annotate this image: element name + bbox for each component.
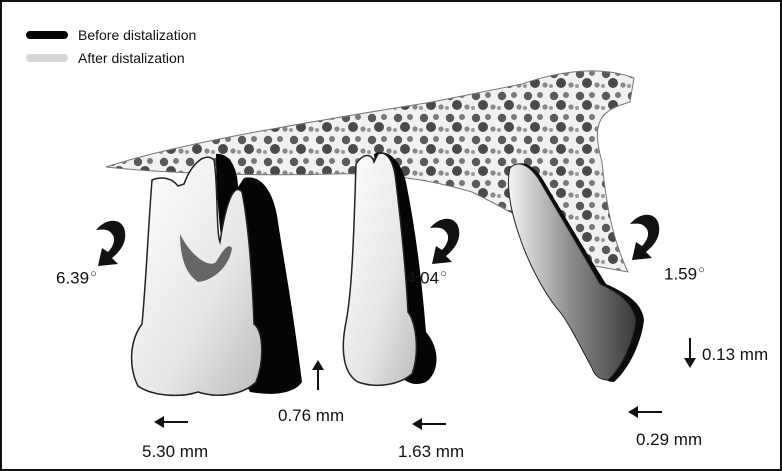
displacement-label-canine-vertical: 0.13 mm [702,345,768,365]
left-arrow-icon-molar1 [154,416,188,428]
legend-item-after: After distalization [26,49,185,67]
displacement-label-molar2-horizontal: 1.63 mm [398,442,464,462]
rotation-label-molar1: 6.39○ [56,268,97,289]
rotation-label-molar2: 4.04○ [406,268,447,289]
legend-label-before: Before distalization [78,27,196,43]
rotation-arrow-icon-canine [630,215,659,260]
displacement-label-molar-vertical: 0.76 mm [278,406,344,426]
rotation-arrow-icon-molar2 [430,219,459,264]
down-arrow-icon-canine [684,338,696,368]
displacement-label-molar1-horizontal: 5.30 mm [142,442,208,462]
legend-swatch-after [26,54,68,62]
legend-swatch-before [26,31,68,39]
left-arrow-icon-molar2 [412,418,446,430]
rotation-arrow-icon-molar1 [96,221,125,266]
legend-item-before: Before distalization [26,26,196,44]
legend-label-after: After distalization [78,50,185,66]
rotation-label-canine: 1.59○ [664,264,705,285]
displacement-label-canine-horizontal: 0.29 mm [636,430,702,450]
left-arrow-icon-canine [628,406,662,418]
up-arrow-icon-molar [312,360,324,390]
